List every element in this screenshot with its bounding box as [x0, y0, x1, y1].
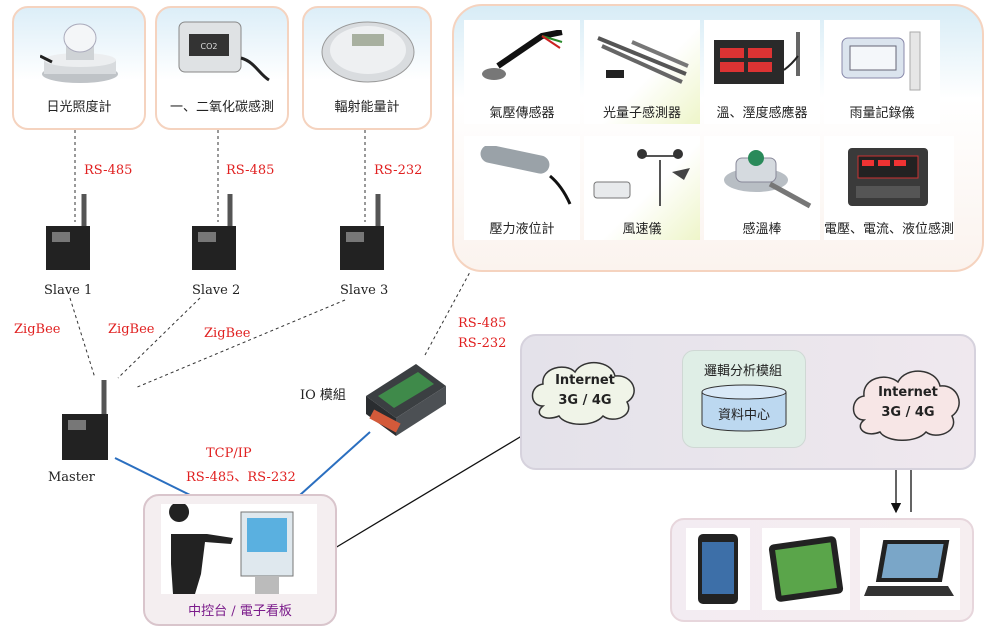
slave-device-2	[192, 194, 236, 270]
level-gauge-icon	[480, 146, 572, 205]
zigbee-label-1: ZigBee	[14, 322, 61, 337]
cloud-right-icon	[852, 370, 960, 441]
pressure-sensor-icon	[482, 30, 563, 80]
slave-device-3	[340, 194, 384, 270]
database-icon	[701, 384, 787, 432]
zigbee-link-2	[117, 297, 201, 379]
grid-cell-1: 氣壓傳感器	[464, 20, 580, 124]
master-console-line	[114, 457, 191, 496]
control-protocol-1: TCP/IP	[206, 446, 252, 461]
grid-label-5: 壓力液位計	[489, 222, 555, 237]
anemometer-icon	[593, 149, 690, 206]
protocol-label-2: RS-485	[226, 163, 275, 178]
control-protocol-2: RS-485、RS-232	[186, 470, 296, 485]
io-link	[424, 271, 471, 356]
sensor-label-3: 輻射能量計	[334, 100, 400, 115]
sensor-label-2: 一、二氧化碳感測	[169, 100, 274, 115]
slave-label-2: Slave 2	[192, 283, 241, 298]
io-console-line	[299, 431, 371, 496]
io-protocol-1: RS-485	[458, 316, 507, 331]
grid-cell-2: 光量子感測器	[584, 20, 700, 124]
tablet-tile	[762, 528, 850, 610]
sensor-card-1: 日光照度計	[12, 6, 146, 130]
sensor-label-1: 日光照度計	[46, 100, 112, 115]
grid-cell-5: 壓力液位計	[464, 136, 580, 240]
grid-label-2: 光量子感測器	[602, 106, 681, 121]
co2-sensor-icon: CO2	[178, 21, 270, 82]
grid-cell-4: 雨量記錄儀	[824, 20, 940, 124]
grid-label-3: 溫、溼度感應器	[716, 106, 808, 121]
sensor-grid-panel: 氣壓傳感器 光量子感測器 溫、溼度感應器 雨量記錄儀	[452, 4, 984, 272]
laptop-icon	[864, 540, 954, 596]
data-center-label: 資料中心	[717, 408, 770, 423]
grid-label-8: 電壓、電流、液位感測	[824, 222, 955, 237]
control-console-label: 中控台 / 電子看板	[188, 604, 292, 619]
grid-cell-7: 感溫棒	[704, 136, 820, 240]
zigbee-link-3	[134, 299, 346, 389]
protocol-label-3: RS-232	[374, 163, 423, 178]
slave-label-3: Slave 3	[340, 283, 389, 298]
master-label: Master	[48, 470, 95, 485]
tablet-icon	[768, 536, 844, 602]
sensor-card-3: 輻射能量計	[302, 6, 432, 130]
svg-text:CO2: CO2	[201, 42, 218, 51]
phone-icon	[698, 534, 738, 604]
radiation-meter-icon	[321, 21, 415, 83]
io-module-label: IO 模組	[300, 388, 346, 403]
master-device	[62, 380, 108, 460]
cloud-left-line2: 3G / 4G	[558, 393, 612, 408]
grid-cell-3: 溫、溼度感應器	[704, 20, 820, 124]
console-internet-arrow	[334, 424, 542, 549]
slave-label-1: Slave 1	[44, 283, 93, 298]
grid-label-6: 風速儀	[622, 222, 662, 237]
grid-label-4: 雨量記錄儀	[849, 106, 915, 121]
cloud-right-line2: 3G / 4G	[881, 405, 935, 420]
devices-panel	[670, 518, 974, 622]
grid-label-7: 感溫棒	[742, 222, 782, 237]
sensor-card-2: CO2 一、二氧化碳感測	[155, 6, 289, 130]
zigbee-link-1	[69, 297, 96, 379]
zigbee-label-3: ZigBee	[204, 326, 251, 341]
rain-logger-icon	[841, 31, 921, 91]
cloud-left-icon	[531, 362, 635, 425]
grid-cell-6: 風速儀	[584, 136, 700, 240]
phone-tile	[686, 528, 750, 610]
grid-cell-8: 電壓、電流、液位感測	[824, 136, 954, 240]
laptop-tile	[860, 528, 960, 610]
grid-label-1: 氣壓傳感器	[489, 106, 555, 121]
logic-module-label: 邏輯分析模組	[703, 364, 782, 379]
io-protocol-2: RS-232	[458, 336, 507, 351]
quantum-sensor-icon	[597, 36, 689, 84]
cloud-left-line1: Internet	[555, 373, 615, 388]
console-kiosk-icon	[161, 504, 317, 594]
protocol-label-1: RS-485	[84, 163, 133, 178]
zigbee-label-2: ZigBee	[108, 322, 155, 337]
cloud-right-line1: Internet	[878, 385, 938, 400]
temperature-probe-icon	[724, 150, 812, 209]
io-module-device	[366, 364, 446, 436]
pyranometer-icon	[40, 23, 118, 83]
humidity-sensor-icon	[714, 32, 800, 84]
control-console-card: 中控台 / 電子看板	[143, 494, 337, 626]
slave-device-1	[46, 194, 90, 270]
power-meter-icon	[848, 148, 928, 206]
